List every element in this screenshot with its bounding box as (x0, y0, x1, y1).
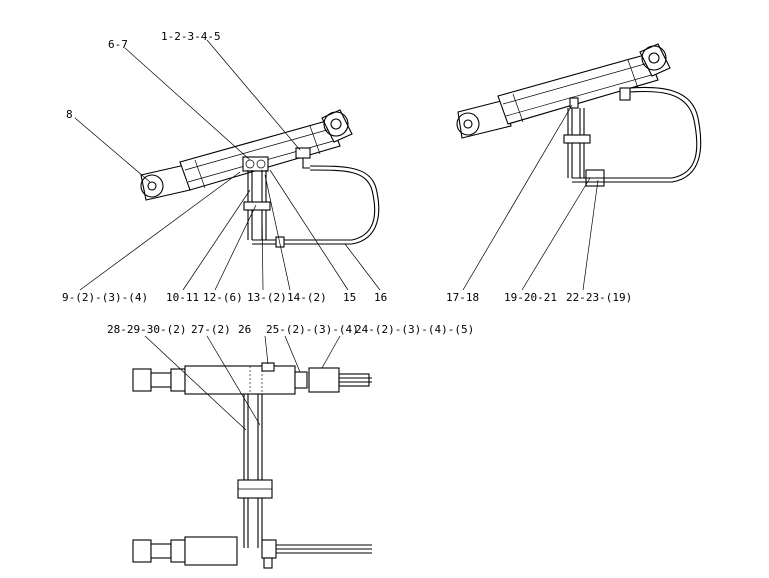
label-6-7: 6-7 (108, 38, 128, 51)
pipes-left (243, 158, 380, 248)
label-28-29-30: 28-29-30-(2) (107, 323, 186, 336)
label-8: 8 (66, 108, 73, 121)
label-22-23: 22-23-(19) (566, 291, 632, 304)
leader-lines (74, 39, 599, 431)
label-16: 16 (374, 291, 387, 304)
label-12: 12-(6) (203, 291, 243, 304)
label-1-2-3-4-5: 1-2-3-4-5 (161, 30, 221, 43)
label-14: 14-(2) (287, 291, 327, 304)
cylinder-bottom-plan (132, 536, 238, 566)
rod-eye-right (456, 99, 512, 139)
cylinder-top-plan (132, 362, 372, 395)
label-25: 25-(2)-(3)-(4) (266, 323, 359, 336)
view-left-cylinder (140, 109, 380, 248)
label-19-20-21: 19-20-21 (504, 291, 557, 304)
label-15: 15 (343, 291, 356, 304)
head-eye-left (321, 109, 353, 143)
label-26: 26 (238, 323, 251, 336)
label-10-11: 10-11 (166, 291, 199, 304)
label-24: 24-(2)-(3)-(4)-(5) (355, 323, 474, 336)
label-9: 9-(2)-(3)-(4) (62, 291, 148, 304)
cylinder-tube-right (497, 53, 659, 125)
pipes-bottom-plan (237, 394, 372, 569)
pipes-right (563, 86, 702, 187)
label-13: 13-(2) (247, 291, 287, 304)
label-27: 27-(2) (191, 323, 231, 336)
view-right-cylinder (456, 43, 702, 187)
cylinder-tube-left (179, 119, 341, 191)
callout-labels: 1-2-3-4-5 6-7 8 9-(2)-(3)-(4) 10-11 12-(… (62, 30, 632, 336)
label-17-18: 17-18 (446, 291, 479, 304)
valve-block-left (242, 147, 311, 172)
view-bottom-plan (132, 362, 372, 569)
head-eye-right (639, 43, 671, 77)
